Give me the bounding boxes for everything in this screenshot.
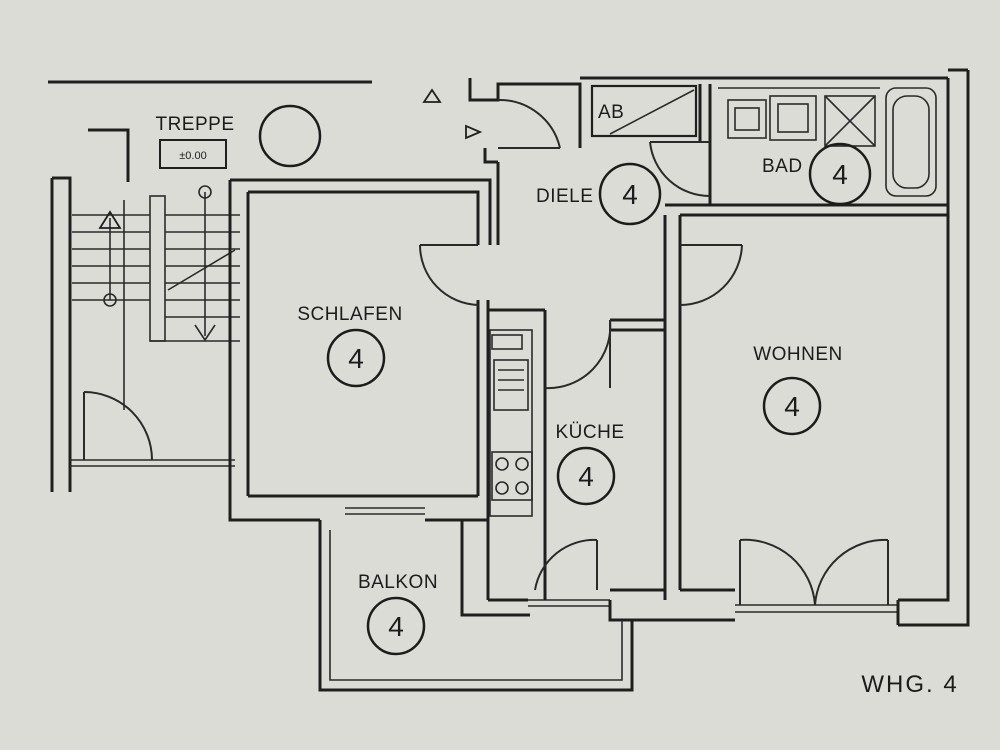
stairwell-door[interactable] <box>83 391 153 461</box>
balcony-outline <box>318 520 634 692</box>
room-label: DIELE <box>536 186 593 207</box>
sink-icon <box>493 359 529 411</box>
stair-arrow-up <box>98 210 122 307</box>
room-label: KÜCHE <box>555 422 624 443</box>
room-kueche: KÜCHE 4 <box>555 422 624 506</box>
stove-icon <box>491 451 533 501</box>
room-number: 4 <box>784 391 800 422</box>
door-kitchen[interactable] <box>544 319 612 390</box>
door-bedroom[interactable] <box>419 244 479 306</box>
stair-label: TREPPE <box>155 114 234 135</box>
door-bathroom[interactable] <box>649 141 711 198</box>
triangle-marker-icon <box>422 88 442 103</box>
door-living[interactable] <box>679 244 743 306</box>
toilet-icon <box>769 95 817 141</box>
stair-level-box: ±0.00 <box>159 139 227 169</box>
plan-label: WHG. 4 <box>861 671 958 698</box>
room-diele: DIELE 4 <box>536 162 662 226</box>
room-label: BALKON <box>358 572 438 593</box>
utility-label: AB <box>598 102 624 123</box>
door-living-balcony[interactable] <box>739 538 889 606</box>
room-label: SCHLAFEN <box>297 304 402 325</box>
stairwell: ±0.00 TREPPE <box>48 80 483 492</box>
kitchen-counter <box>489 329 533 517</box>
room-bad: BAD 4 <box>762 142 872 206</box>
stair-treads <box>72 195 240 342</box>
door-entrance[interactable] <box>497 98 561 149</box>
room-number: 4 <box>832 159 848 190</box>
room-number: 4 <box>388 611 404 642</box>
room-number: 4 <box>348 343 364 374</box>
stair-level: ±0.00 <box>179 150 206 162</box>
room-wohnen: WOHNEN 4 <box>753 344 843 436</box>
utility-box: AB <box>590 84 698 138</box>
pillar-icon <box>258 104 322 168</box>
room-label: BAD <box>762 156 803 177</box>
triangle-marker-icon <box>465 124 483 140</box>
room-number: 4 <box>578 461 594 492</box>
apartment-walls <box>228 68 970 627</box>
room-number: 4 <box>622 179 638 210</box>
door-kitchen-balcony[interactable] <box>534 538 598 591</box>
bathtub-icon <box>885 87 937 197</box>
bathroom-fixtures <box>718 87 937 197</box>
room-schlafen: SCHLAFEN 4 <box>297 304 402 388</box>
room-balkon: BALKON 4 <box>358 572 438 656</box>
washbasin-icon <box>727 99 767 139</box>
stair-arrow-down <box>194 185 216 342</box>
room-label: WOHNEN <box>753 344 843 365</box>
